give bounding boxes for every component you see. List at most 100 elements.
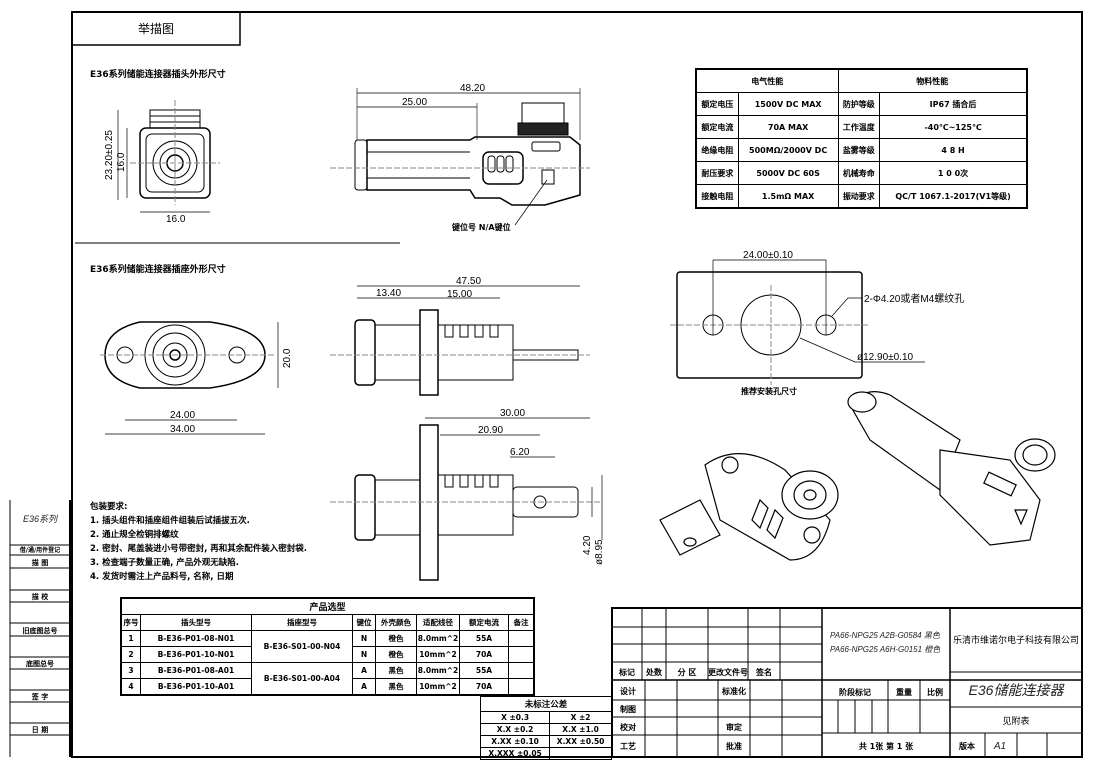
- cell: 橙色: [375, 630, 417, 647]
- cell: B-E36-S01-00-A04: [251, 662, 353, 696]
- spec-cell: 5000V DC 60S: [737, 161, 839, 185]
- tb-rev-header: 签名: [755, 667, 772, 677]
- key-position-label: 键位号 N/A键位: [451, 222, 511, 232]
- cell: 10mm^2: [416, 646, 460, 663]
- cell: 55A: [459, 662, 509, 679]
- tb-drawing-no: 见附表: [1002, 715, 1029, 726]
- spec-cell: 工作温度: [837, 115, 881, 139]
- product-table: 产品选型 序号 插头型号 插座型号 键位 外壳颜色 适配线径 额定电流 备注 1…: [120, 597, 535, 696]
- tb-role: 校对: [620, 722, 636, 732]
- left-strip-label: 旧底图总号: [23, 626, 58, 635]
- socket-section-title: E36系列储能连接器插座外形尺寸: [90, 263, 226, 275]
- cell: 黑色: [375, 662, 417, 679]
- cell: 70A: [459, 646, 509, 663]
- cell: X ±0.3: [479, 711, 551, 724]
- left-strip: [9, 500, 71, 757]
- cell: N: [352, 646, 376, 663]
- dim-plug-body: 25.00: [402, 97, 427, 108]
- cell: 橙色: [375, 646, 417, 663]
- title-block: [611, 607, 1083, 758]
- title-box-text: 举描图: [138, 22, 174, 36]
- tb-company: 乐清市维诺尔电子科技有限公司: [953, 634, 1079, 645]
- cell: X.X ±1.0: [549, 723, 612, 736]
- product-header: 插头型号: [140, 614, 252, 631]
- tb-rev-header: 更改文件号: [708, 667, 748, 677]
- tb-role: 工艺: [620, 741, 636, 751]
- tb-version-label: 版本: [958, 741, 975, 751]
- spec-cell: 1500V DC MAX: [737, 92, 839, 116]
- spec-cell: 机械寿命: [837, 161, 881, 185]
- packaging-item: 1. 插头组件和插座组件组装后试插拔五次.: [90, 516, 250, 526]
- cell: [549, 747, 612, 760]
- tb-stage-label: 阶段标记: [839, 687, 871, 697]
- packaging-item: 2. 通止规全检铜排螺纹: [90, 530, 179, 540]
- cell: 10mm^2: [416, 678, 460, 696]
- left-strip-label: 签 字: [31, 692, 48, 701]
- product-header: 序号: [120, 614, 141, 631]
- tb-sheets: 共 1张 第 1 张: [859, 741, 914, 751]
- tb-version: A1: [993, 741, 1006, 752]
- cell: X.X ±0.2: [479, 723, 551, 736]
- tb-role2: 标准化: [721, 686, 746, 696]
- spec-cell: 耐压要求: [695, 161, 739, 185]
- mounting-hole-drawing: [670, 259, 925, 385]
- dim-plug-height-inner: 16.0: [116, 152, 127, 172]
- cell: [508, 678, 535, 696]
- spec-cell: 1 0 0次: [879, 161, 1028, 185]
- cell: 3: [120, 662, 141, 679]
- spec-cell: 盐雾等级: [837, 138, 881, 162]
- tb-role: 设计: [620, 686, 636, 696]
- product-header: 键位: [352, 614, 376, 631]
- dim-mount-center: ø12.90±0.10: [857, 352, 914, 363]
- spec-cell: QC/T 1067.1-2017(V1等级): [879, 184, 1028, 209]
- dim-socket-hole-pitch: 24.00: [170, 410, 195, 421]
- cell: 8.0mm^2: [416, 630, 460, 647]
- socket-side-view: [330, 285, 590, 396]
- plug-section-title: E36系列储能连接器插头外形尺寸: [90, 68, 226, 80]
- packaging-title: 包装要求:: [90, 502, 128, 512]
- dim-socket2-d: 4.20: [582, 535, 593, 555]
- plug-3d-illustration: [847, 391, 1056, 546]
- title-box: [71, 11, 241, 46]
- cell: 70A: [459, 678, 509, 696]
- tb-role: 制图: [620, 704, 636, 714]
- plug-side-view: [330, 88, 590, 226]
- dim-socket2-b: 20.90: [478, 425, 503, 436]
- dim-socket-length: 47.50: [456, 276, 481, 287]
- spec-cell: 接触电阻: [695, 184, 739, 209]
- cell: X ±2: [549, 711, 612, 724]
- cell: 2: [120, 646, 141, 663]
- spec-cell: 1.5mΩ MAX: [737, 184, 839, 209]
- spec-cell: -40℃~125℃: [879, 115, 1028, 139]
- spec-cell: 绝缘电阻: [695, 138, 739, 162]
- cell: A: [352, 678, 376, 696]
- cell: [508, 646, 535, 663]
- tb-rev-header: 标记: [618, 667, 635, 677]
- dim-socket2-e: ø8.95: [594, 539, 605, 565]
- dim-socket2-a: 30.00: [500, 408, 525, 419]
- tb-material-2: PA66-NPG25 A6H-G0151 橙色: [830, 645, 941, 654]
- plug-front-view: [117, 100, 220, 213]
- cell: B-E36-P01-10-A01: [140, 678, 252, 696]
- packaging-item: 3. 检查端子数量正确, 产品外观无缺陷.: [90, 558, 240, 568]
- spec-header: 电气性能: [695, 68, 839, 93]
- spec-cell: 额定电流: [695, 115, 739, 139]
- cell: B-E36-P01-08-N01: [140, 630, 252, 647]
- socket-3d-illustration: [659, 453, 839, 561]
- tb-weight-label: 重量: [896, 687, 912, 697]
- left-strip-label: 描 图: [32, 558, 48, 567]
- cell: [508, 662, 535, 679]
- cell: X.XX ±0.10: [479, 735, 551, 748]
- cell: X.XX ±0.50: [549, 735, 612, 748]
- dim-socket-a: 13.40: [376, 288, 401, 299]
- cell: 黑色: [375, 678, 417, 696]
- spec-header: 物料性能: [837, 68, 1028, 93]
- tb-rev-header: 分 区: [678, 667, 697, 677]
- dim-plug-width: 16.0: [166, 214, 186, 225]
- spec-cell: 额定电压: [695, 92, 739, 116]
